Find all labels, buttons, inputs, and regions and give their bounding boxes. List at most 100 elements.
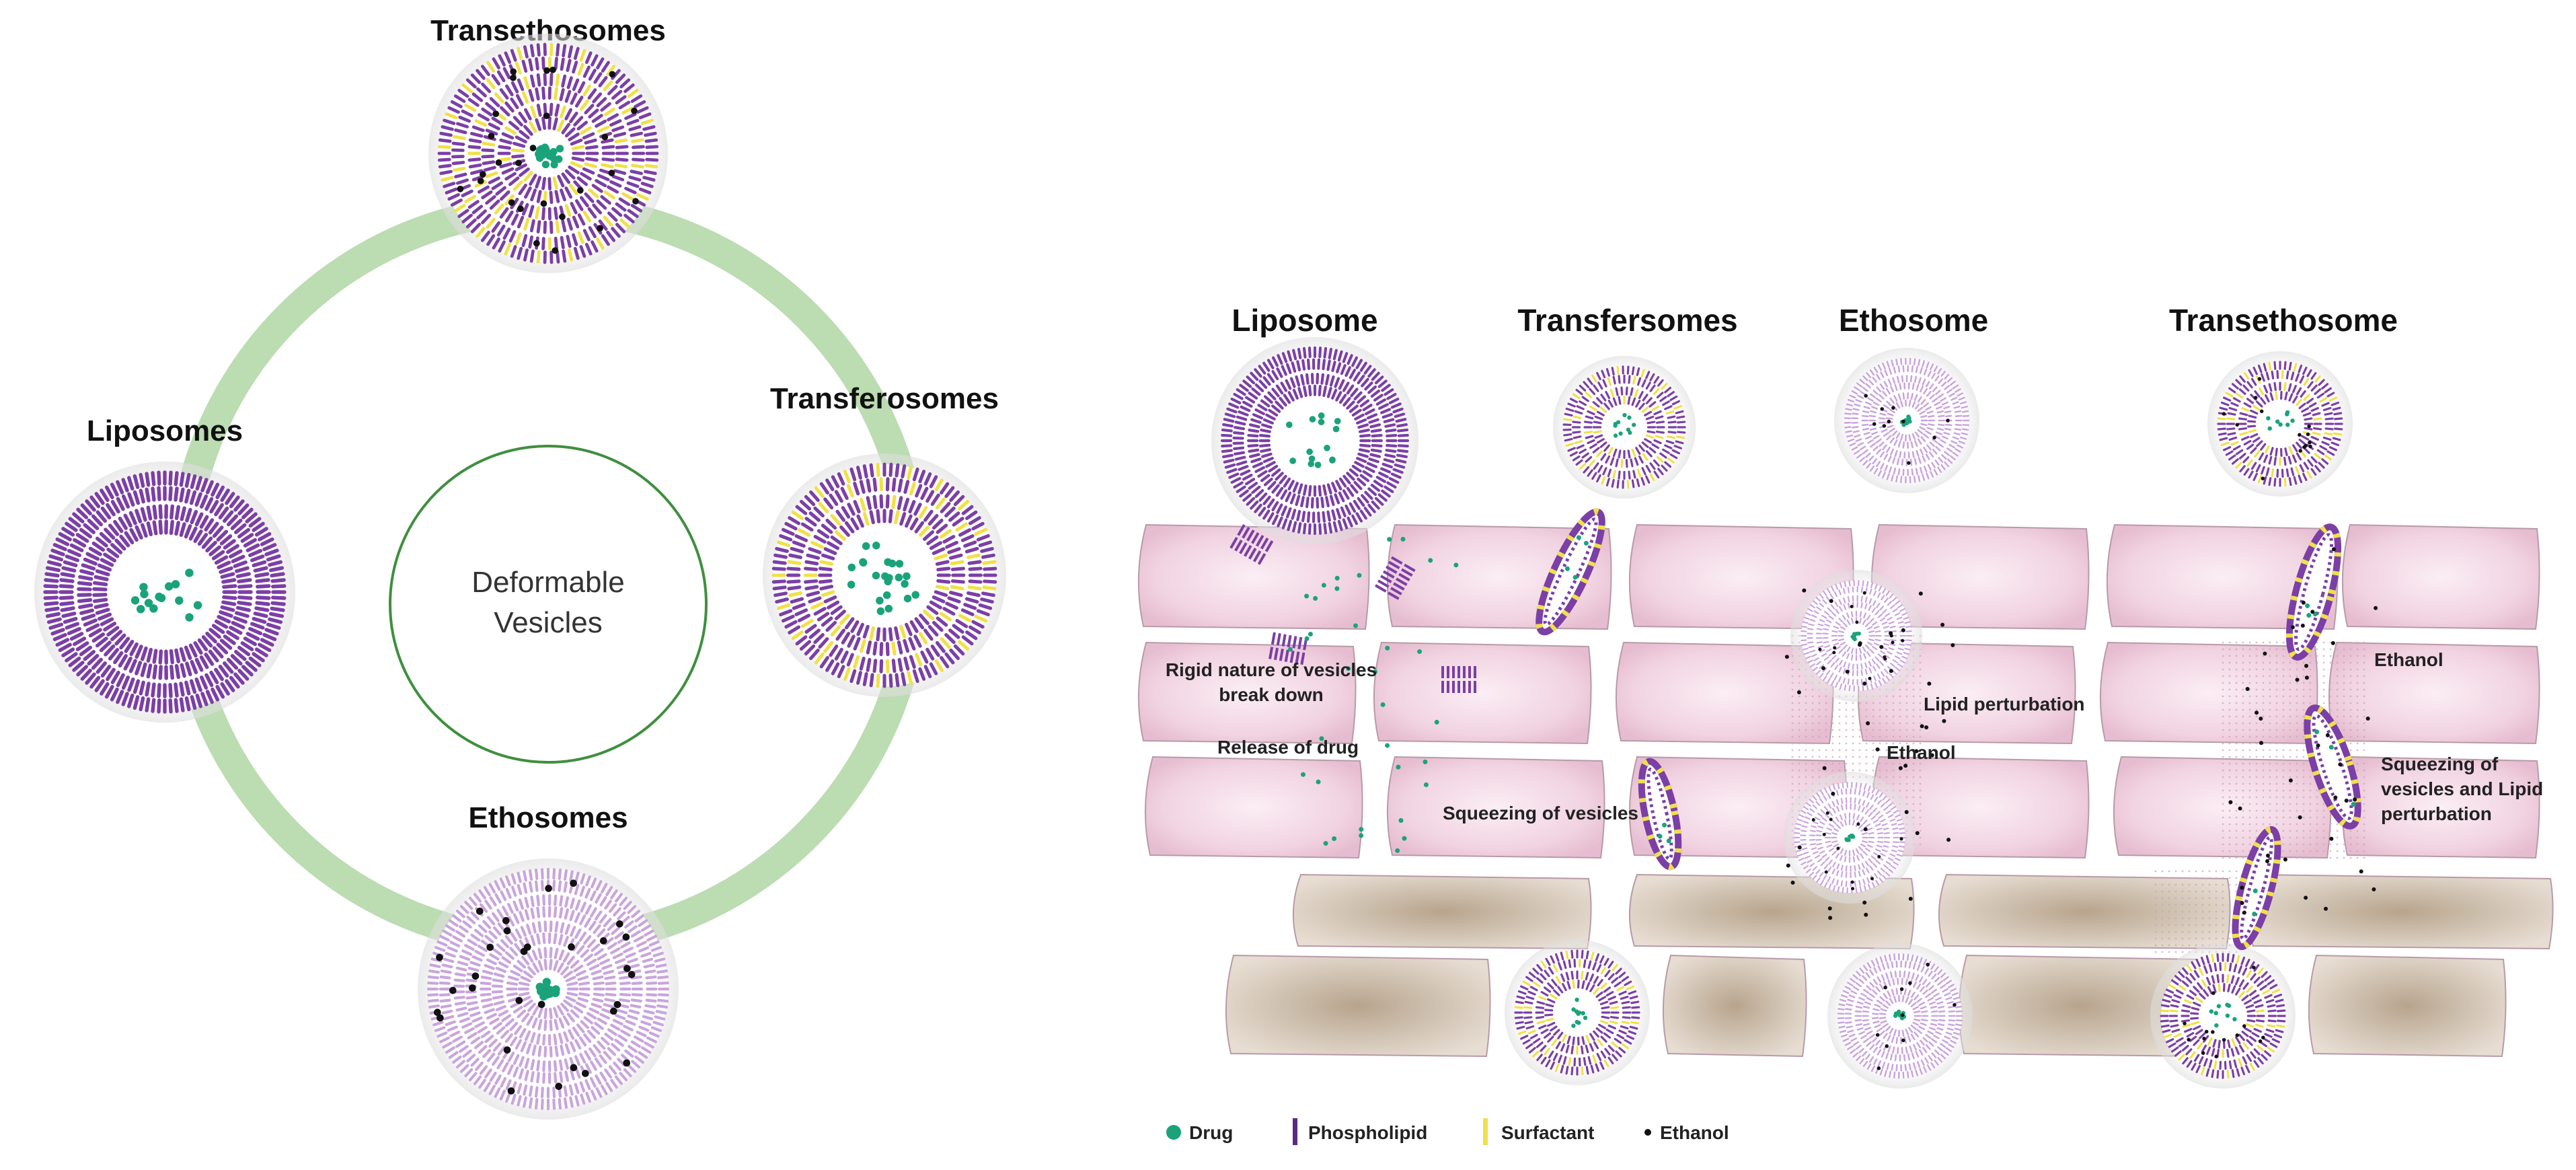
released-drug bbox=[1387, 537, 1392, 542]
phospholipid-molecule bbox=[819, 585, 834, 591]
phospholipid-molecule bbox=[2182, 1004, 2191, 1009]
surfactant-molecule bbox=[957, 500, 970, 511]
phospholipid-molecule bbox=[1859, 390, 1866, 396]
phospholipid-molecule bbox=[2170, 1004, 2179, 1008]
phospholipid-molecule bbox=[1802, 647, 1809, 651]
phospholipid-molecule bbox=[1536, 1041, 1544, 1048]
phospholipid-molecule bbox=[1550, 1061, 1555, 1070]
phospholipid-molecule bbox=[2197, 982, 2203, 990]
phospholipid-molecule bbox=[614, 931, 624, 940]
phospholipid-molecule bbox=[132, 490, 141, 505]
phospholipid-molecule bbox=[1873, 819, 1879, 824]
phospholipid-molecule bbox=[603, 1050, 612, 1060]
phospholipid-molecule bbox=[255, 578, 270, 583]
phospholipid-molecule bbox=[429, 963, 441, 968]
phospholipid-molecule bbox=[1856, 1001, 1864, 1005]
phospholipid-molecule bbox=[1959, 436, 1967, 440]
phospholipid-molecule bbox=[623, 213, 635, 223]
phospholipid-molecule bbox=[1844, 684, 1847, 691]
phospholipid-molecule bbox=[1575, 459, 1583, 466]
phospholipid-molecule bbox=[644, 131, 657, 137]
surfactant-molecule bbox=[2303, 394, 2310, 401]
phospholipid-molecule bbox=[1924, 1057, 1929, 1064]
phospholipid-molecule bbox=[1359, 433, 1371, 438]
phospholipid-molecule bbox=[1612, 375, 1616, 385]
phospholipid-molecule bbox=[1593, 1041, 1599, 1050]
center-label-line1: Deformable bbox=[471, 566, 624, 599]
transethosome-squeezed bbox=[2304, 704, 2361, 830]
phospholipid-molecule bbox=[1581, 980, 1585, 989]
phospholipid-molecule bbox=[1889, 1053, 1893, 1061]
phospholipid-molecule bbox=[1812, 850, 1819, 854]
phospholipid-molecule bbox=[1835, 657, 1840, 663]
phospholipid-molecule bbox=[1904, 621, 1911, 624]
phospholipid-molecule bbox=[1825, 669, 1831, 675]
phospholipid-molecule bbox=[518, 1068, 524, 1080]
phospholipid-molecule bbox=[81, 563, 96, 571]
phospholipid-molecule bbox=[1842, 597, 1846, 604]
phospholipid-molecule bbox=[2263, 385, 2269, 394]
phospholipid-molecule bbox=[1622, 1006, 1631, 1009]
phospholipid-molecule bbox=[151, 698, 156, 713]
phospholipid-molecule bbox=[1638, 455, 1644, 464]
phospholipid-molecule bbox=[1649, 447, 1657, 453]
phospholipid-molecule bbox=[489, 1017, 500, 1025]
phospholipid-molecule bbox=[638, 187, 652, 194]
phospholipid-molecule bbox=[1886, 400, 1892, 406]
phospholipid-molecule bbox=[584, 1050, 592, 1061]
transfersome-vesicle bbox=[1553, 356, 1696, 499]
phospholipid-molecule bbox=[1881, 429, 1888, 433]
phospholipid-molecule bbox=[1675, 440, 1684, 445]
phospholipid-molecule bbox=[1835, 789, 1839, 796]
phospholipid-molecule bbox=[1297, 522, 1302, 534]
phospholipid-molecule bbox=[2243, 402, 2252, 408]
surfactant-molecule bbox=[1583, 431, 1593, 434]
phospholipid-molecule bbox=[75, 641, 89, 651]
phospholipid-molecule bbox=[1677, 431, 1686, 434]
phospholipid-molecule bbox=[847, 503, 856, 516]
transethosome-vesicle bbox=[428, 34, 668, 273]
surfactant-molecule bbox=[2275, 391, 2278, 400]
phospholipid-molecule bbox=[1809, 604, 1815, 609]
phospholipid-molecule bbox=[1881, 823, 1888, 826]
phospholipid-molecule bbox=[1920, 1022, 1927, 1026]
phospholipid-molecule bbox=[1873, 367, 1879, 373]
phospholipid-molecule bbox=[1928, 1027, 1936, 1031]
phospholipid-molecule bbox=[1649, 401, 1657, 408]
phospholipid-molecule bbox=[1671, 400, 1680, 406]
phospholipid-molecule bbox=[1801, 809, 1807, 814]
phospholipid-molecule bbox=[1377, 493, 1388, 502]
phospholipid-molecule bbox=[2189, 990, 2197, 996]
ethanol-molecule bbox=[1802, 588, 1807, 593]
surfactant-molecule bbox=[476, 227, 486, 238]
phospholipid-molecule bbox=[2186, 994, 2195, 1000]
phospholipid-molecule bbox=[897, 640, 903, 655]
surfactant-molecule bbox=[2178, 1054, 2185, 1061]
phospholipid-molecule bbox=[600, 1036, 610, 1046]
phospholipid-molecule bbox=[484, 935, 494, 944]
phospholipid-molecule bbox=[88, 628, 102, 638]
phospholipid-molecule bbox=[1848, 398, 1855, 403]
phospholipid-molecule bbox=[1834, 664, 1839, 671]
ethanol-molecule bbox=[502, 917, 510, 924]
phospholipid-molecule bbox=[1865, 587, 1868, 594]
phospholipid-molecule bbox=[1916, 383, 1920, 392]
drug-particle bbox=[1662, 822, 1667, 828]
phospholipid-molecule bbox=[1292, 349, 1297, 361]
phospholipid-molecule bbox=[1864, 809, 1869, 815]
phospholipid-molecule bbox=[1805, 655, 1811, 659]
phospholipid-molecule bbox=[1523, 1016, 1533, 1019]
phospholipid-molecule bbox=[1876, 373, 1881, 381]
phospholipid-molecule bbox=[530, 1070, 535, 1083]
phospholipid-molecule bbox=[1609, 1016, 1620, 1019]
phospholipid-molecule bbox=[1845, 408, 1852, 411]
phospholipid-molecule bbox=[918, 470, 926, 484]
phospholipid-molecule bbox=[1296, 360, 1301, 372]
phospholipid-molecule bbox=[564, 127, 576, 138]
phospholipid-molecule bbox=[454, 128, 467, 135]
phospholipid-molecule bbox=[1248, 429, 1260, 433]
phospholipid-molecule bbox=[1862, 375, 1868, 381]
phospholipid-molecule bbox=[523, 45, 529, 59]
phospholipid-molecule bbox=[582, 65, 591, 78]
phospholipid-molecule bbox=[1621, 1000, 1630, 1004]
